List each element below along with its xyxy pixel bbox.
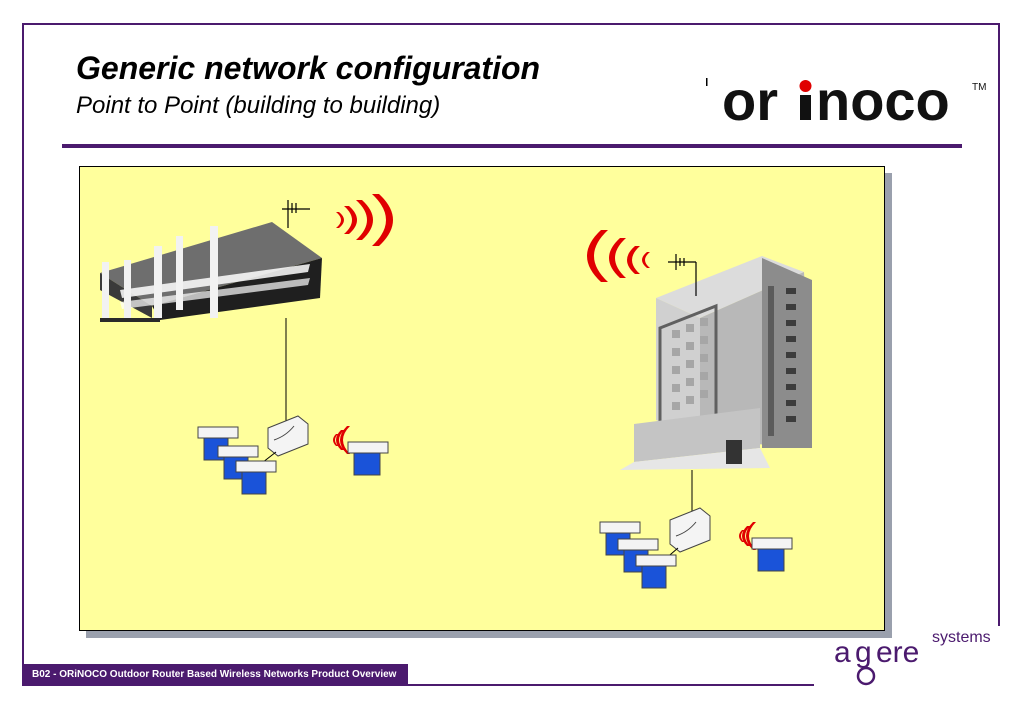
title-divider	[62, 144, 962, 148]
wireless-computer-icon	[739, 522, 793, 572]
signal-waves-icon	[336, 194, 393, 246]
svg-text:ere: ere	[876, 636, 919, 669]
computer-icon	[235, 460, 277, 495]
signal-waves-icon	[587, 230, 650, 282]
svg-text:or: or	[722, 69, 778, 132]
agere-systems-logo: a g ere systems	[834, 629, 991, 686]
slide-frame-top	[22, 23, 1000, 25]
slide-title: Generic network configuration	[76, 50, 541, 86]
computer-icon	[635, 554, 677, 589]
slide-subtitle: Point to Point (building to building)	[76, 92, 441, 119]
tower-building-icon	[620, 256, 812, 470]
left-antenna-icon	[282, 200, 310, 228]
slide-frame-right	[998, 23, 1000, 613]
right-antenna-icon	[668, 254, 697, 296]
orinoco-logo: or noco TM	[706, 69, 986, 132]
svg-text:a: a	[834, 636, 851, 669]
svg-text:systems: systems	[932, 629, 991, 646]
svg-text:noco: noco	[816, 69, 950, 132]
wireless-computer-icon	[333, 426, 389, 476]
footer-rule	[22, 684, 814, 686]
agere-accent-bar	[998, 606, 1000, 626]
office-building-icon	[100, 222, 322, 322]
slide-frame-left	[22, 23, 24, 685]
svg-text:g: g	[855, 636, 872, 669]
router-icon	[267, 415, 309, 457]
svg-text:TM: TM	[972, 82, 986, 93]
router-icon	[669, 507, 711, 553]
footer-label: B02 - ORiNOCO Outdoor Router Based Wirel…	[24, 664, 409, 685]
